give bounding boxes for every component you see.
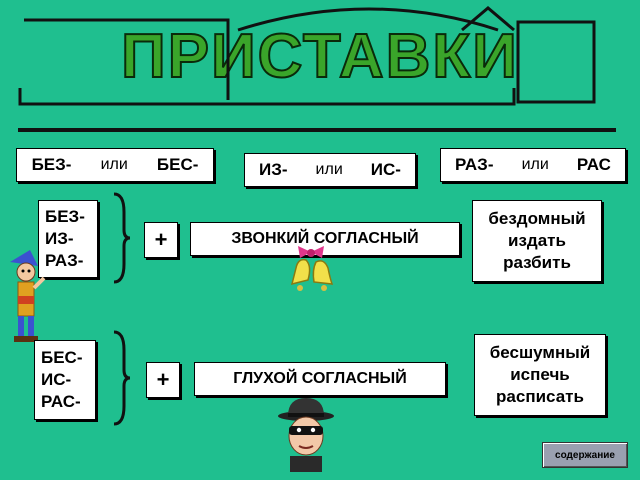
- example-word: издать: [508, 231, 566, 250]
- prefix-item: РАЗ-: [45, 251, 84, 270]
- pair-iz-is: ИЗ- или ИС-: [244, 153, 416, 187]
- voiceless-plus: +: [146, 362, 180, 398]
- voiced-plus: +: [144, 222, 178, 258]
- pair-b: РАС: [576, 155, 611, 174]
- voiceless-brace: [113, 330, 131, 426]
- slide-title: ПРИСТАВКИ: [120, 21, 519, 92]
- voiced-rule: ЗВОНКИЙ СОГЛАСНЫЙ: [190, 222, 460, 256]
- example-word: бесшумный: [489, 343, 591, 362]
- pair-a: БЕЗ-: [31, 155, 72, 174]
- voiced-examples: бездомный издать разбить: [472, 200, 602, 282]
- voiceless-examples: бесшумный испечь расписать: [474, 334, 606, 416]
- voiced-brace: [113, 192, 131, 284]
- example-word: расписать: [496, 387, 584, 406]
- voiceless-prefixes: БЕС- ИС- РАС-: [34, 340, 96, 420]
- pair-ili: или: [315, 161, 343, 178]
- pair-ili: или: [521, 156, 549, 173]
- pair-b: БЕС-: [156, 155, 199, 174]
- pair-a: ИЗ-: [259, 160, 288, 179]
- pencil-character-icon: [10, 250, 46, 342]
- prefix-item: ИС-: [41, 370, 72, 389]
- prefix-item: РАС-: [41, 392, 81, 411]
- prefix-item: БЕС-: [41, 348, 83, 367]
- pair-ili: или: [100, 156, 128, 173]
- pair-bez-bes: БЕЗ- или БЕС-: [16, 148, 214, 182]
- voiced-prefixes: БЕЗ- ИЗ- РАЗ-: [38, 200, 98, 278]
- example-word: разбить: [503, 253, 571, 272]
- bells-icon: [290, 246, 334, 291]
- pair-raz-ras: РАЗ- или РАС: [440, 148, 626, 182]
- prefix-item: БЕЗ-: [45, 207, 85, 226]
- masked-character-icon: [278, 398, 334, 472]
- pair-b: ИС-: [370, 160, 401, 179]
- prefix-item: ИЗ-: [45, 229, 74, 248]
- example-word: бездомный: [488, 209, 586, 228]
- contents-button[interactable]: содержание: [542, 442, 628, 468]
- voiceless-rule: ГЛУХОЙ СОГЛАСНЫЙ: [194, 362, 446, 396]
- example-word: испечь: [510, 365, 570, 384]
- pair-a: РАЗ-: [455, 155, 494, 174]
- title-underline: [18, 128, 616, 132]
